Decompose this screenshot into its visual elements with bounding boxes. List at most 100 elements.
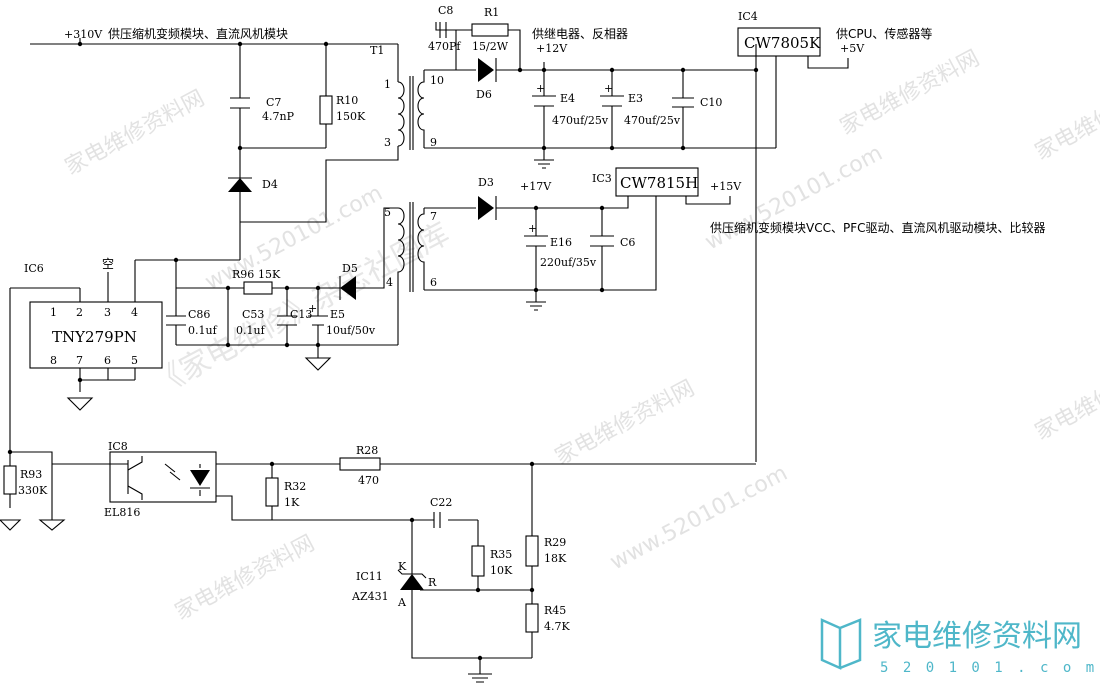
r45-resistor: [525, 603, 539, 633]
label-t1-pin6: 6: [430, 276, 437, 289]
label-ic6-pin5: 5: [131, 354, 138, 367]
label-ic6: IC6: [24, 262, 44, 275]
label-r1-val: 15/2W: [472, 40, 509, 53]
label-t1-pin5: 5: [384, 206, 391, 219]
label-t1-pin1: 1: [384, 78, 391, 91]
label-k: K: [398, 560, 407, 573]
az431-shunt-regulator: [397, 562, 427, 600]
watermark-site-5: 家电维修资料网: [1031, 71, 1100, 165]
label-cpu-desc: 供CPU、传感器等: [836, 26, 932, 41]
label-c13: C13: [290, 308, 312, 321]
label-ic3: IC3: [592, 172, 612, 185]
label-cw7815: CW7815H: [620, 174, 698, 192]
label-r28-val: 470: [358, 474, 379, 487]
label-d5: D5: [342, 262, 358, 275]
label-d3: D3: [478, 176, 494, 189]
label-c53-val: 0.1uf: [236, 324, 266, 337]
watermark-url-3: www.520101.com: [701, 141, 887, 256]
d4-diode: [228, 162, 252, 192]
label-t1-pin4: 4: [386, 276, 393, 289]
label-r-pin: R: [428, 576, 437, 589]
label-c7-val: 4.7nP: [262, 110, 295, 123]
label-c86-val: 0.1uf: [188, 324, 218, 337]
watermark-site-4: 家电维修资料网: [171, 531, 319, 625]
label-e4: E4: [560, 92, 575, 105]
label-r29-val: 18K: [544, 552, 567, 565]
label-d6: D6: [476, 88, 492, 101]
book-logo-icon: [820, 618, 862, 670]
label-c22: C22: [430, 496, 452, 509]
label-kong: 空: [102, 257, 114, 271]
cw7805-regulator: [737, 27, 821, 57]
label-c7: C7: [266, 96, 281, 109]
r29-resistor: [525, 535, 539, 567]
label-ic6-pin1: 1: [50, 306, 57, 319]
label-r96: R96: [232, 268, 254, 281]
label-e16: E16: [550, 236, 572, 249]
label-t1-pin7: 7: [430, 210, 437, 223]
d5-diode: [339, 276, 356, 300]
label-ic6-pin2: 2: [76, 306, 83, 319]
watermark-url-2: www.520101.com: [606, 461, 792, 576]
logo-title: 家电维修资料网: [872, 619, 1082, 654]
label-e16-val: 220uf/35v: [540, 256, 597, 269]
el816-optocoupler: [109, 451, 217, 503]
r32-resistor: [265, 477, 279, 507]
label-az431: AZ431: [351, 590, 389, 603]
watermark-site-2: 家电维修资料网: [551, 376, 699, 470]
label-r93: R93: [20, 468, 42, 481]
label-t1: T1: [370, 44, 384, 57]
logo-url: 5 2 0 1 0 1 . c o m: [880, 660, 1097, 676]
watermark-site-1: 家电维修资料网: [61, 86, 209, 180]
label-c86: C86: [188, 308, 210, 321]
svg-text:+: +: [536, 82, 545, 95]
label-c8: C8: [438, 4, 453, 17]
r28-resistor: [339, 457, 381, 471]
label-12v: +12V: [536, 42, 568, 55]
label-c10: C10: [700, 96, 722, 109]
label-r1: R1: [484, 6, 499, 19]
label-r32: R32: [284, 480, 306, 493]
r10-resistor: [319, 95, 333, 125]
junction-dots: [7, 41, 759, 661]
d6-diode: [478, 58, 497, 82]
watermark-site-3: 家电维修资料网: [836, 46, 984, 140]
label-t1-pin9: 9: [430, 136, 437, 149]
label-e5-val: 10uf/50v: [326, 324, 376, 337]
label-r32-val: 1K: [284, 496, 300, 509]
label-c8-val: 470Pf: [428, 40, 461, 53]
label-d4: D4: [262, 178, 278, 191]
label-ic6-pin3: 3: [104, 306, 111, 319]
label-c53: C53: [242, 308, 264, 321]
label-e3: E3: [628, 92, 643, 105]
label-15v: +15V: [710, 180, 742, 193]
label-a: A: [397, 596, 407, 609]
label-r93-val: 330K: [18, 484, 48, 497]
labels: +310V 供压缩机变频模块、直流风机模块 C8 470Pf R1 15/2W …: [18, 4, 1046, 633]
label-ic4: IC4: [738, 10, 758, 23]
label-r35-val: 10K: [490, 564, 513, 577]
svg-text:+: +: [308, 302, 317, 315]
r96-resistor: [243, 281, 273, 295]
label-ic6-pin6: 6: [104, 354, 111, 367]
label-e3-val: 470uf/25v: [624, 114, 681, 127]
label-vcc-desc: 供压缩机变频模块VCC、PFC驱动、直流风机驱动模块、比较器: [710, 220, 1046, 235]
label-e4-val: 470uf/25v: [552, 114, 609, 127]
r35-resistor: [471, 545, 485, 577]
label-310v: +310V: [64, 28, 103, 41]
label-ic11: IC11: [356, 570, 383, 583]
label-r45: R45: [544, 604, 566, 617]
transformer-t1: [397, 70, 425, 300]
site-logo: 家电维修资料网 5 2 0 1 0 1 . c o m: [820, 618, 1097, 676]
label-t1-pin10: 10: [430, 74, 444, 87]
label-310v-desc: 供压缩机变频模块、直流风机模块: [108, 26, 288, 41]
label-ic6-pin7: 7: [76, 354, 83, 367]
label-r28: R28: [356, 444, 378, 457]
label-el816: EL816: [104, 506, 140, 519]
label-5v: +5V: [840, 42, 865, 55]
label-e5: E5: [330, 308, 345, 321]
label-tny279: TNY279PN: [52, 328, 137, 346]
label-t1-pin3: 3: [384, 136, 391, 149]
d3-diode: [478, 196, 497, 220]
label-r96-val: 15K: [258, 268, 281, 281]
